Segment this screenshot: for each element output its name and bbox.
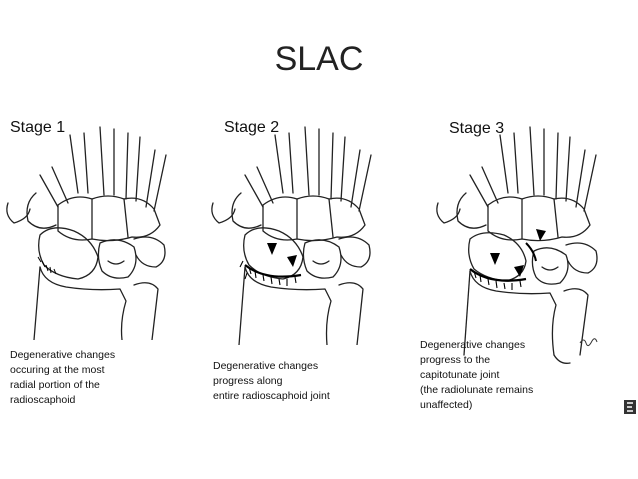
stage-3-caption-line: (the radiolunate remains	[420, 384, 534, 396]
stage-1-wrist-illustration	[6, 126, 167, 340]
stage-3-caption-line: Degenerative changes	[420, 339, 526, 351]
stage-3-caption-line: capitotunate joint	[420, 369, 500, 381]
stage-3-label: Stage 3	[449, 120, 505, 137]
stage-3-caption-line: unaffected)	[420, 399, 473, 411]
stage-2-caption: Degenerative changes progress along enti…	[213, 359, 330, 404]
stage-2-caption-line: entire radioscaphoid joint	[213, 390, 330, 402]
artist-signature	[579, 338, 598, 347]
corner-logo-icon	[624, 400, 636, 414]
stage-2-label: Stage 2	[224, 119, 280, 136]
stage-1-caption-line: radial portion of the	[10, 379, 100, 391]
page-title: SLAC	[274, 40, 364, 78]
arrowhead-markers	[490, 229, 546, 277]
stage-1-caption-line: occuring at the most	[10, 364, 105, 376]
stage-2-wrist-illustration	[211, 126, 372, 345]
stage-2-caption-line: Degenerative changes	[213, 360, 319, 372]
stage-2-caption-line: progress along	[213, 375, 283, 387]
stage-3-caption: Degenerative changes progress to the cap…	[420, 338, 533, 413]
arrowhead-markers	[267, 243, 297, 267]
stage-1-caption-line: radioscaphoid	[10, 394, 76, 406]
stage-1-caption-line: Degenerative changes	[10, 349, 116, 361]
stage-3-wrist-illustration	[436, 126, 598, 364]
stage-1-caption: Degenerative changes occuring at the mos…	[10, 348, 115, 408]
stage-3-caption-line: progress to the	[420, 354, 491, 366]
stage-1-label: Stage 1	[10, 119, 66, 136]
